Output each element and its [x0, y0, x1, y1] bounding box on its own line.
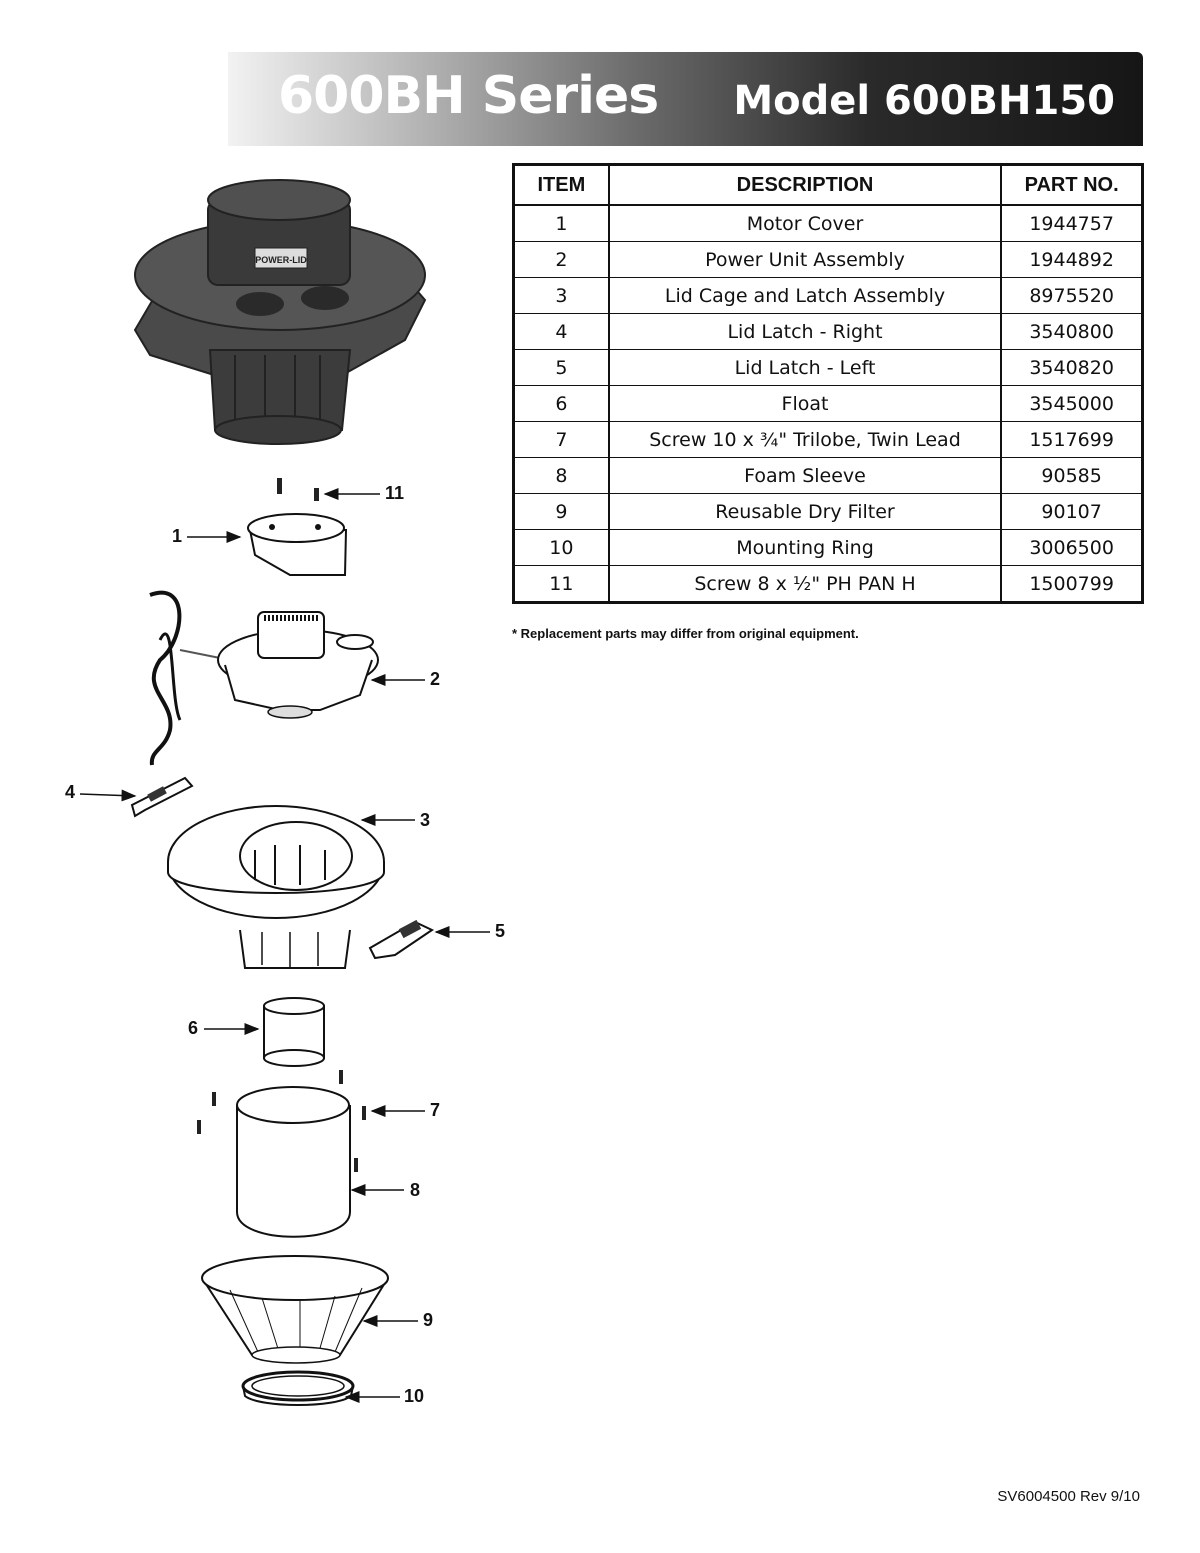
description-cell: Lid Cage and Latch Assembly [607, 277, 1002, 314]
series-title: 600BH Series [278, 66, 659, 126]
item-cell: 4 [513, 313, 609, 350]
item-cell: 11 [549, 572, 574, 595]
callout-6: 6 [188, 1018, 199, 1038]
callout-5: 5 [495, 921, 506, 941]
part-cell: 1944757 [1000, 205, 1143, 242]
part-cell: 90107 [1000, 493, 1143, 530]
lid-latch-left-illustration [368, 919, 435, 960]
item-cell: 5 [513, 349, 609, 386]
description-cell: Mounting Ring [607, 529, 1002, 566]
foam-sleeve-illustration [236, 1086, 351, 1238]
part-cell: 8975520 [1000, 277, 1143, 314]
item-cell: 8 [513, 457, 609, 494]
part-cell: 3540820 [1000, 349, 1143, 386]
part-cell: 3006500 [1000, 529, 1143, 566]
power-unit-illustration [149, 590, 379, 766]
column-header-part-no: PART NO. [1000, 164, 1143, 206]
exploded-parts-diagram: POWER-LID [79, 179, 490, 1406]
item-cell: 2 [513, 241, 609, 278]
item-cell: 1 [513, 205, 609, 242]
callout-8: 8 [410, 1180, 421, 1200]
dry-filter-illustration [201, 1255, 389, 1364]
part-cell: 3545000 [1000, 385, 1143, 422]
item-cell: 9 [513, 493, 609, 530]
description-cell: Reusable Dry Filter [607, 493, 1002, 530]
callout-9: 9 [423, 1310, 434, 1330]
model-title: Model 600BH150 [733, 78, 1115, 124]
description-cell: Power Unit Assembly [607, 241, 1002, 278]
callout-7: 7 [430, 1100, 441, 1120]
mounting-ring-illustration [241, 1370, 355, 1406]
title-banner: 600BH Series Model 600BH150 [228, 52, 1143, 146]
callout-10: 10 [404, 1386, 425, 1406]
item-cell: 10 [513, 529, 609, 566]
callout-11: 11 [385, 483, 405, 503]
part-cell: 1500799 [1000, 565, 1143, 603]
description-cell: Foam Sleeve [607, 457, 1002, 494]
description-cell: Screw 8 x ½" PH PAN H [607, 565, 1002, 603]
power-lid-logo: POWER-LID [255, 255, 307, 265]
description-cell: Motor Cover [607, 205, 1002, 242]
item-cell: 3 [513, 277, 609, 314]
description-cell: Float [607, 385, 1002, 422]
item-cell: 7 [513, 421, 609, 458]
part-cell: 1517699 [1000, 421, 1143, 458]
screw-item-11-illustration [277, 478, 319, 501]
motor-cover-illustration [247, 513, 348, 576]
description-cell: Lid Latch - Left [607, 349, 1002, 386]
lid-cage-illustration [167, 805, 385, 969]
description-cell: Screw 10 x ¾" Trilobe, Twin Lead [607, 421, 1002, 458]
part-cell: 1944892 [1000, 241, 1143, 278]
assembled-power-lid-illustration: POWER-LID [133, 179, 427, 445]
column-header-item: ITEM [513, 164, 609, 206]
callout-1: 1 [172, 526, 183, 546]
float-illustration [263, 997, 325, 1067]
document-code: SV6004500 Rev 9/10 [997, 1488, 1140, 1505]
part-cell: 90585 [1000, 457, 1143, 494]
description-cell: Lid Latch - Right [607, 313, 1002, 350]
callout-2: 2 [430, 669, 441, 689]
part-cell: 3540800 [1000, 313, 1143, 350]
callout-3: 3 [420, 810, 431, 830]
item-cell: 6 [513, 385, 609, 422]
lid-latch-right-illustration [130, 776, 194, 818]
callout-4: 4 [65, 782, 76, 802]
column-header-description: DESCRIPTION [607, 164, 1002, 206]
replacement-footnote: * Replacement parts may differ from orig… [512, 626, 859, 641]
table-header-row: ITEM DESCRIPTION PART NO. [513, 164, 1143, 206]
callout-leaders [79, 488, 490, 1403]
